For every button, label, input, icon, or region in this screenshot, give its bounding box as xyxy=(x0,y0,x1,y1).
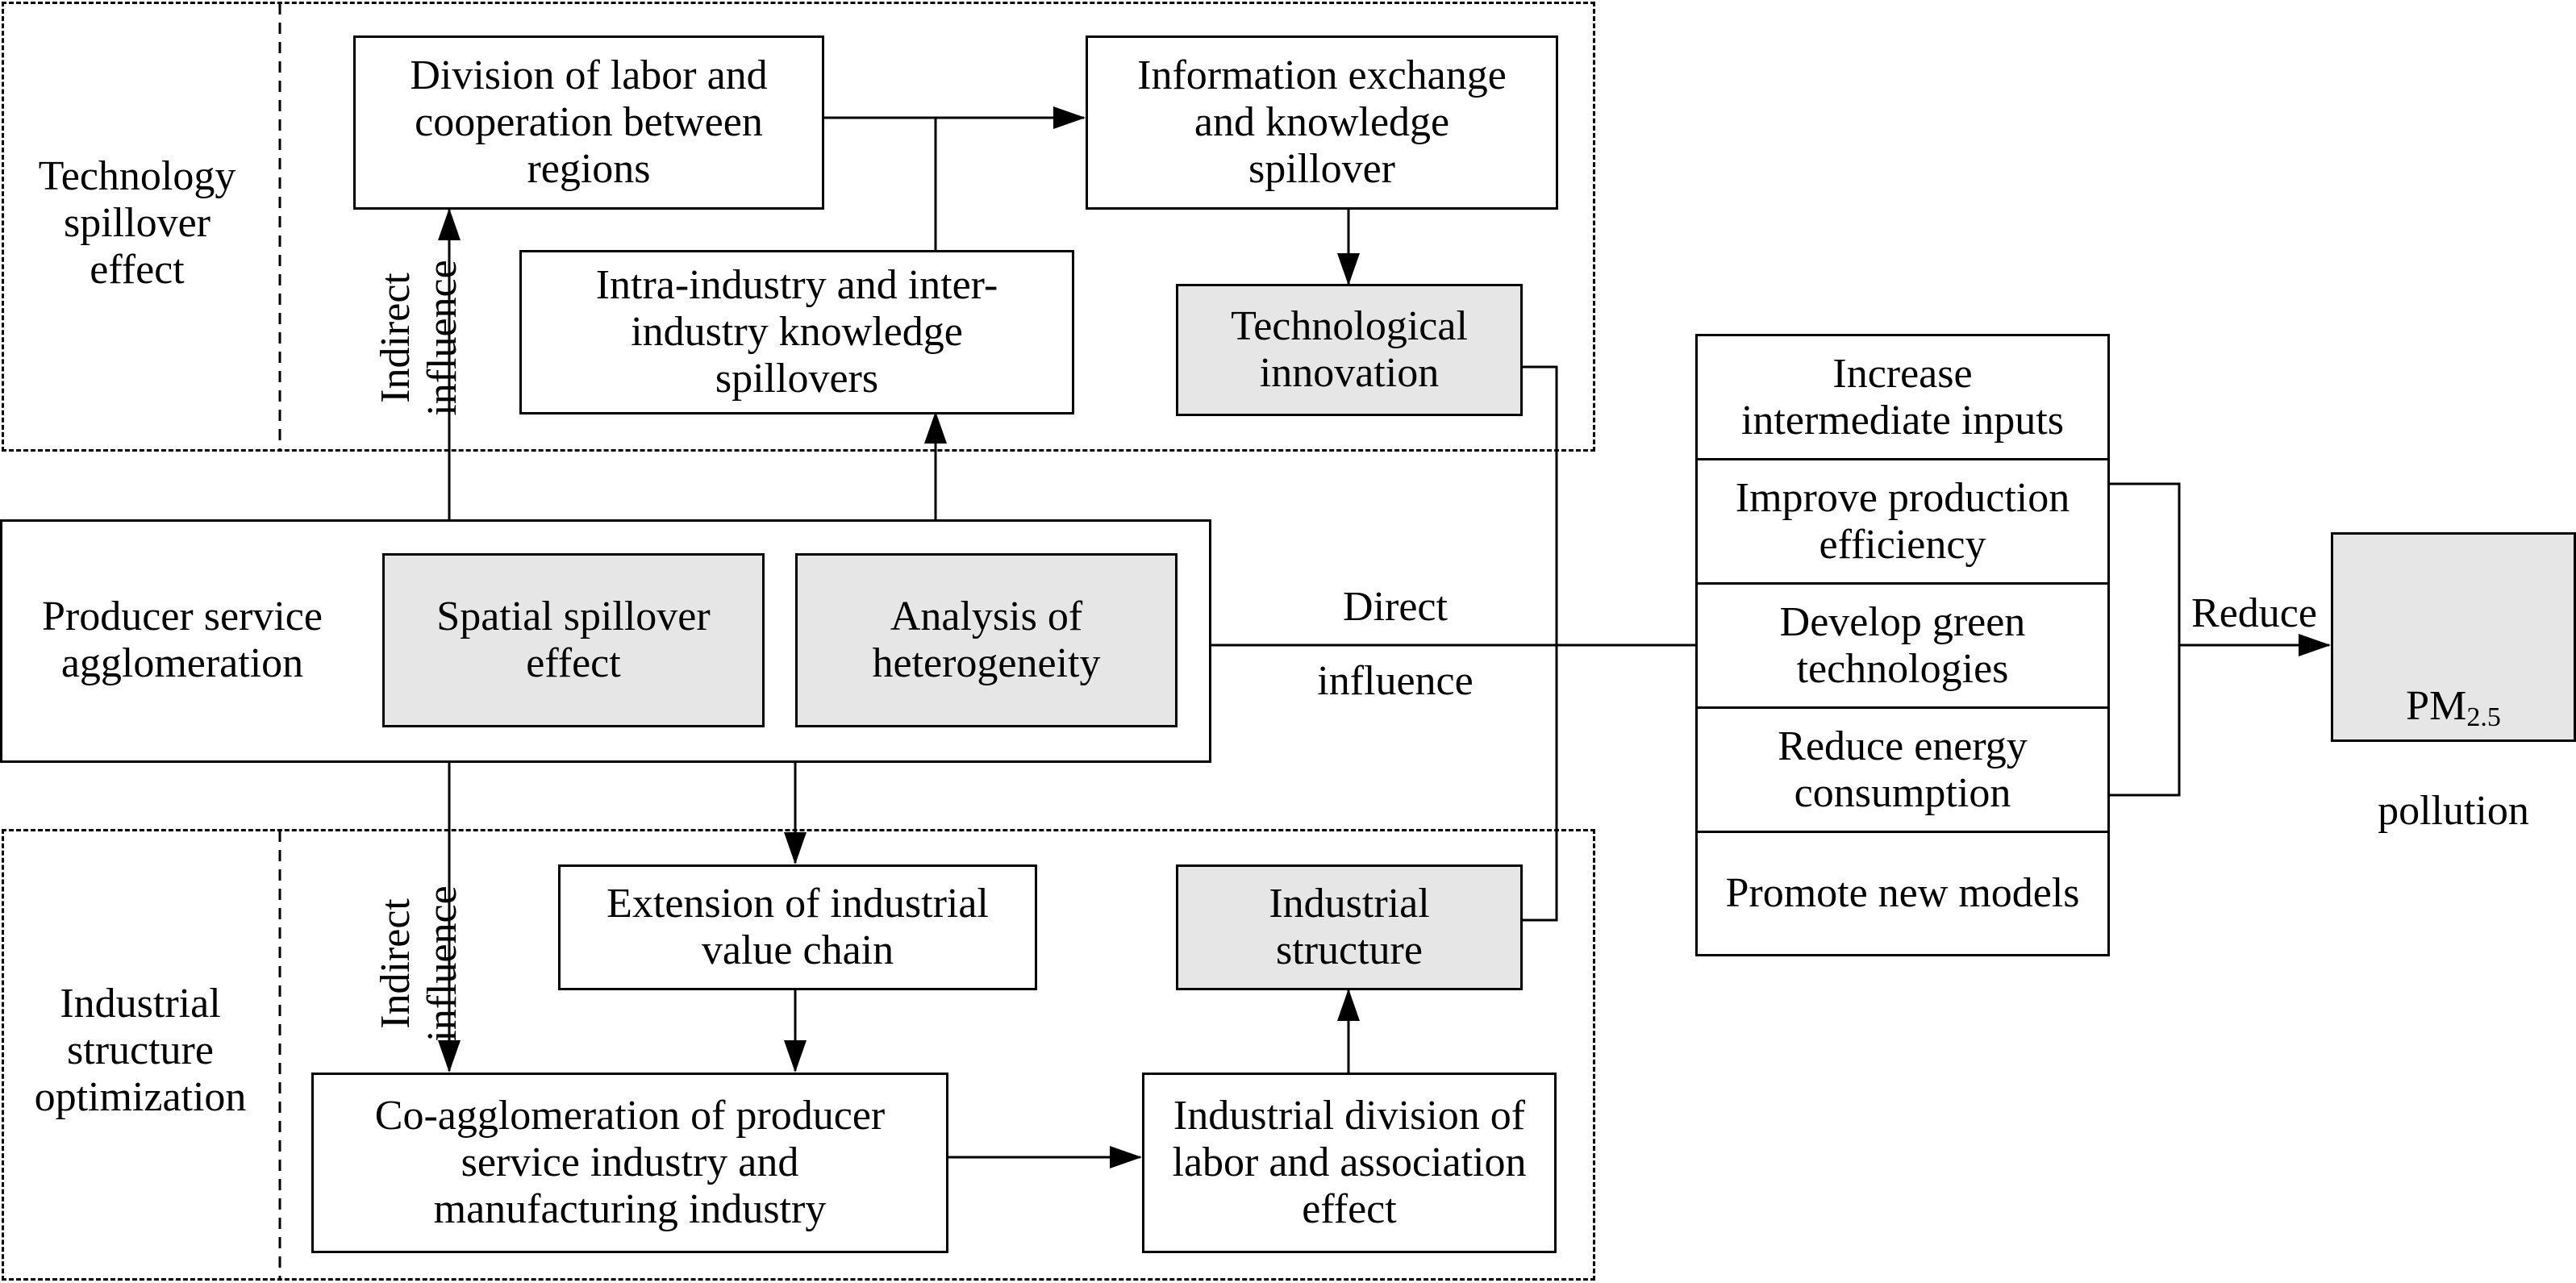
box-information-exchange: Information exchange and knowledge spill… xyxy=(1086,35,1558,210)
edge-label-indirect-bottom: Indirect influence xyxy=(373,885,465,1042)
box-intra-inter-industry: Intra-industry and inter- industry knowl… xyxy=(519,250,1074,414)
line-tech-to-industrial xyxy=(1523,365,1558,922)
tech-spillover-section xyxy=(2,2,1595,452)
box-industrial-division: Industrial division of labor and associa… xyxy=(1142,1073,1557,1253)
effect-reduce-energy: Reduce energy consumption xyxy=(1698,709,2107,833)
line-effects-bracket xyxy=(2110,482,2181,797)
box-spatial-spillover: Spatial spillover effect xyxy=(382,553,765,727)
section-label-industrial-optimization: Industrial structure optimization xyxy=(34,981,247,1120)
box-industrial-structure: Industrial structure xyxy=(1176,864,1523,990)
edge-label-reduce: Reduce xyxy=(2191,590,2317,636)
edge-label-direct: Direct xyxy=(1343,584,1448,630)
box-analysis-heterogeneity: Analysis of heterogeneity xyxy=(795,553,1178,727)
effect-green-technologies: Develop green technologies xyxy=(1698,585,2107,709)
box-pm25-pollution: PM2.5 pollution xyxy=(2331,532,2576,834)
industrial-optimization-section xyxy=(2,829,1595,1281)
box-division-of-labor: Division of labor and cooperation betwee… xyxy=(353,35,824,210)
effect-improve-efficiency: Improve production efficiency xyxy=(1698,460,2107,585)
pm25-pollution-label: pollution xyxy=(2378,788,2529,834)
box-co-agglomeration: Co-agglomeration of producer service ind… xyxy=(311,1073,948,1253)
pm25-subscript: 2.5 xyxy=(2466,702,2501,732)
box-technological-innovation: Technological innovation xyxy=(1176,284,1523,416)
edge-label-indirect-top: Indirect influence xyxy=(373,260,465,416)
edge-label-influence: influence xyxy=(1317,658,1473,704)
effects-column: Increase intermediate inputs Improve pro… xyxy=(1695,334,2110,956)
pm25-label: PM xyxy=(2406,683,2467,729)
effect-increase-inputs: Increase intermediate inputs xyxy=(1698,336,2107,460)
section-label-tech-spillover: Technology spillover effect xyxy=(38,153,236,293)
box-extension-value-chain: Extension of industrial value chain xyxy=(558,864,1037,990)
label-producer-service-agglomeration: Producer service agglomeration xyxy=(42,594,323,686)
effect-new-models: Promote new models xyxy=(1725,870,2080,916)
